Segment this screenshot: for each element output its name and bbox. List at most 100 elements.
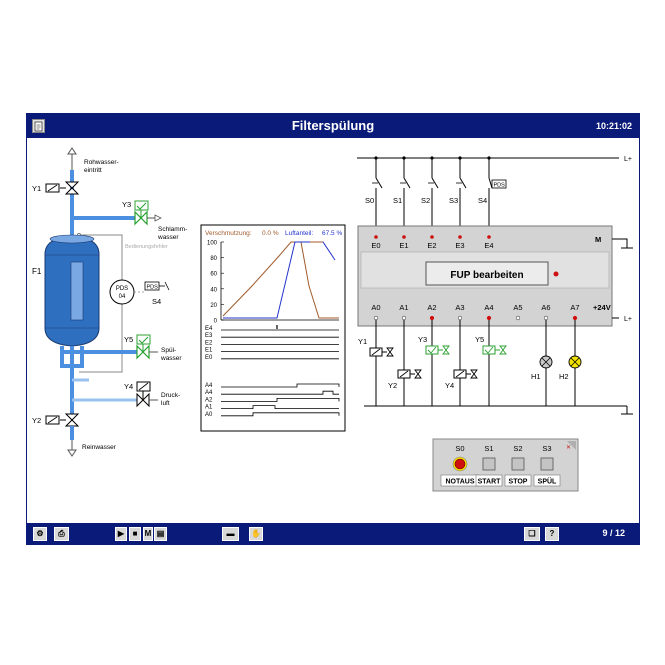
valve-y1[interactable] bbox=[45, 181, 80, 195]
output-led bbox=[373, 315, 379, 321]
signal-trace bbox=[221, 412, 340, 417]
switch-contact[interactable] bbox=[403, 177, 411, 189]
output-led bbox=[401, 315, 407, 321]
signal-trace bbox=[221, 405, 339, 410]
output-led bbox=[429, 315, 435, 321]
lamp-h1-label: H1 bbox=[531, 372, 541, 381]
stop-icon[interactable]: ■ bbox=[129, 527, 141, 541]
trend-y-tick: 40 bbox=[210, 287, 217, 293]
druck-label-1: Druck- bbox=[161, 392, 180, 399]
play-icon[interactable]: ▶ bbox=[115, 527, 127, 541]
lplus-right-label: L+ bbox=[624, 316, 632, 323]
switch-contact[interactable] bbox=[431, 177, 439, 189]
output-label: A4 bbox=[484, 303, 493, 312]
output-label: A6 bbox=[541, 303, 550, 312]
main-window: Filterspülung 10:21:02 Rohwasser- eintri… bbox=[26, 113, 640, 545]
sensor-s4-left[interactable]: PDS bbox=[144, 281, 170, 291]
bottom-toolbar: ⚙ ⎙ ▶ ■ M ▤ ▬ ✋ ❏ ? 9 / 12 bbox=[27, 523, 639, 544]
switch-contact[interactable] bbox=[459, 177, 467, 189]
panel-button-label-box[interactable] bbox=[504, 474, 532, 487]
fup-status-led bbox=[553, 271, 559, 277]
input-label: E3 bbox=[455, 241, 464, 250]
panel-close-icon[interactable]: ✕ bbox=[566, 445, 571, 451]
switch-label: S4 bbox=[478, 196, 487, 205]
output-label: A7 bbox=[570, 303, 579, 312]
panel-header: S3 bbox=[542, 444, 551, 453]
input-label: E1 bbox=[399, 241, 408, 250]
input-led bbox=[402, 235, 406, 239]
valve-y3[interactable] bbox=[134, 200, 149, 226]
output-label: A1 bbox=[399, 303, 408, 312]
signal-label: E2 bbox=[205, 340, 213, 346]
valve-y5[interactable] bbox=[136, 334, 151, 360]
valve-y4[interactable] bbox=[136, 381, 151, 408]
bedienungsfehler-label: Bedienungsfehler bbox=[125, 244, 168, 250]
panel-push-button[interactable] bbox=[540, 457, 554, 471]
signal-label: E4 bbox=[205, 326, 213, 332]
signal-label: A1 bbox=[205, 405, 213, 411]
filter-tank-f1[interactable] bbox=[44, 234, 100, 347]
valve-y4-label: Y4 bbox=[124, 382, 133, 391]
sensor-s4-label: S4 bbox=[152, 297, 161, 306]
output-led bbox=[572, 315, 578, 321]
valve-y5-label: Y5 bbox=[124, 335, 133, 344]
luftanteil-trend-line bbox=[223, 241, 336, 319]
actuator-label: Y5 bbox=[475, 335, 484, 344]
actuator-label: Y3 bbox=[418, 335, 427, 344]
panel-push-button[interactable] bbox=[482, 457, 496, 471]
switch-contact[interactable] bbox=[375, 177, 383, 189]
document-icon[interactable] bbox=[32, 119, 45, 133]
panel-button-label: SPÜL bbox=[538, 477, 557, 486]
signal-label: A0 bbox=[205, 412, 213, 418]
signal-label: A4 bbox=[205, 390, 213, 396]
switch-label: S0 bbox=[365, 196, 374, 205]
input-led bbox=[374, 235, 378, 239]
output-led bbox=[457, 315, 463, 321]
signal-label: A2 bbox=[205, 397, 213, 403]
panel-push-button[interactable] bbox=[511, 457, 525, 471]
input-label: E0 bbox=[371, 241, 380, 250]
panel-header: S0 bbox=[455, 444, 464, 453]
signal-trace bbox=[221, 397, 340, 402]
settings-icon[interactable]: ⚙ bbox=[33, 527, 47, 541]
panel-button-label-box[interactable] bbox=[533, 474, 561, 487]
luftanteil-value: 67.5 % bbox=[322, 230, 342, 237]
help-icon[interactable]: ? bbox=[545, 527, 559, 541]
signal-trace bbox=[221, 383, 340, 388]
trend-y-tick: 20 bbox=[210, 303, 217, 309]
actuator-label: Y2 bbox=[388, 381, 397, 390]
input-led bbox=[430, 235, 434, 239]
process-schematic: Rohwasser- eintritt Y1 bbox=[32, 147, 633, 492]
clock: 10:21:02 bbox=[595, 121, 632, 131]
input-label: E4 bbox=[484, 241, 493, 250]
valve-y2-label: Y2 bbox=[32, 416, 41, 425]
camera-icon[interactable]: ▬ bbox=[222, 527, 239, 541]
mode-button[interactable]: M bbox=[143, 527, 153, 541]
rohwasser-label-1: Rohwasser- bbox=[84, 159, 119, 166]
schlamm-label-2: wasser bbox=[157, 234, 179, 241]
panel-button-label-box[interactable] bbox=[475, 474, 503, 487]
switch-contact[interactable] bbox=[488, 177, 493, 189]
output-led bbox=[543, 315, 549, 321]
reinwasser-label: Reinwasser bbox=[82, 444, 117, 451]
rohwasser-label-2: eintritt bbox=[84, 167, 102, 174]
signal-trace bbox=[221, 390, 339, 395]
signal-label: A4 bbox=[205, 383, 213, 389]
title-bar: Filterspülung 10:21:02 bbox=[27, 114, 639, 138]
pressure-sensor-pds04[interactable]: PDS 04 bbox=[109, 279, 135, 305]
fup-edit-button[interactable]: FUP bearbeiten bbox=[425, 261, 549, 286]
monitor-icon[interactable]: ▤ bbox=[154, 527, 167, 541]
spuel-label-2: wasser bbox=[160, 355, 182, 362]
trend-y-tick: 80 bbox=[210, 256, 217, 262]
valve-y2[interactable] bbox=[45, 413, 80, 427]
filter-f1-label: F1 bbox=[32, 267, 42, 276]
book-icon[interactable]: ❏ bbox=[524, 527, 540, 541]
printer-icon[interactable]: ⎙ bbox=[54, 527, 69, 541]
page-indicator: 9 / 12 bbox=[602, 528, 625, 538]
pds-label-2: 04 bbox=[119, 294, 126, 300]
signal-label: E1 bbox=[205, 348, 213, 354]
hand-icon[interactable]: ✋ bbox=[249, 527, 263, 541]
actuator-label: Y4 bbox=[445, 381, 454, 390]
